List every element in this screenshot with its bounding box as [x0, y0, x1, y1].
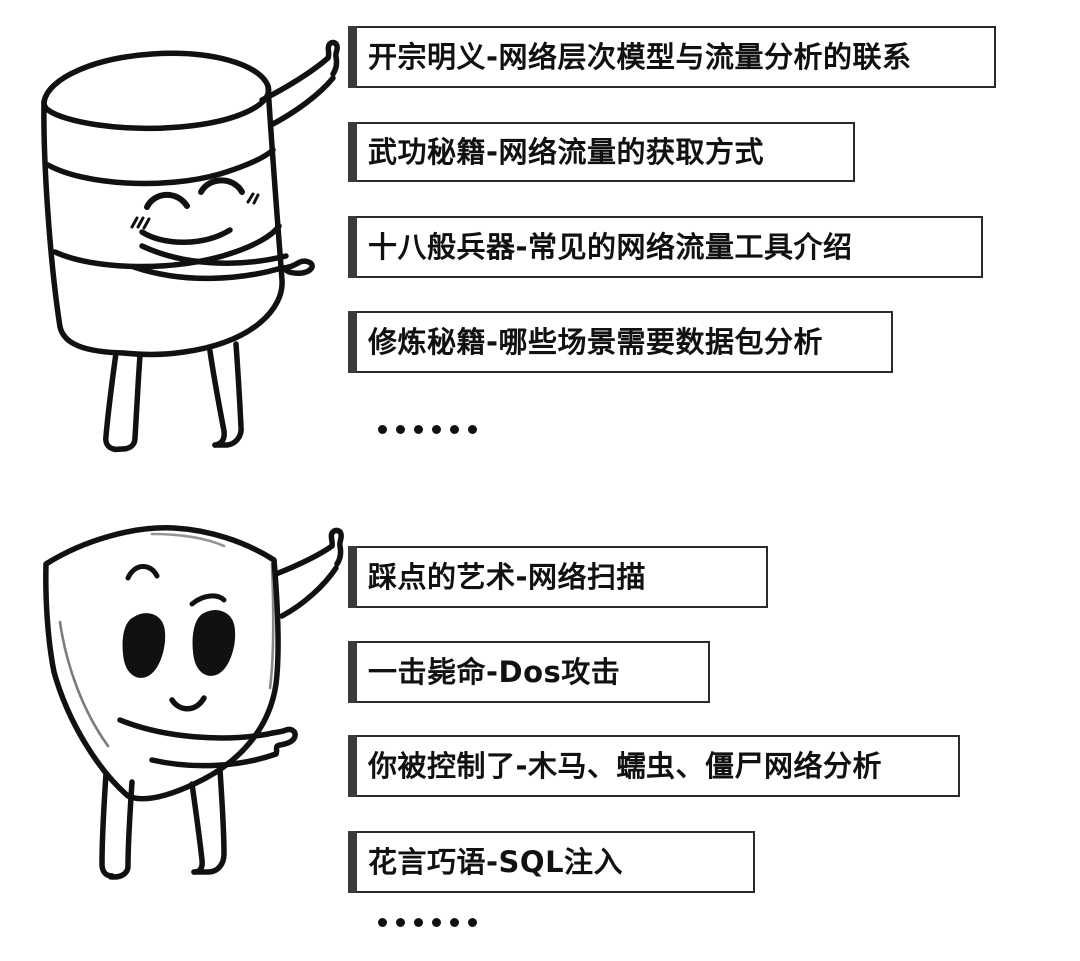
- shield-character-icon: [24, 512, 354, 952]
- callout-label: 踩点的艺术-网络扫描: [368, 559, 647, 594]
- ellipsis-dot: [432, 918, 441, 927]
- ellipsis-dots-icon: [378, 918, 477, 927]
- callout-box[interactable]: 十八般兵器-常见的网络流量工具介绍: [348, 216, 983, 278]
- ellipsis-dot: [414, 425, 423, 434]
- callout-label: 修炼秘籍-哪些场景需要数据包分析: [368, 324, 824, 359]
- callout-label: 花言巧语-SQL注入: [368, 844, 624, 879]
- callout-label: 十八般兵器-常见的网络流量工具介绍: [368, 229, 853, 264]
- ellipsis-dot: [378, 918, 387, 927]
- ellipsis-dot: [378, 425, 387, 434]
- callout-box[interactable]: 修炼秘籍-哪些场景需要数据包分析: [348, 311, 893, 373]
- ellipsis-dot: [468, 918, 477, 927]
- callout-label: 你被控制了-木马、蠕虫、僵尸网络分析: [368, 748, 883, 783]
- callout-label: 武功秘籍-网络流量的获取方式: [368, 134, 765, 169]
- database-cylinder-character-icon: [24, 22, 354, 462]
- callout-box[interactable]: 踩点的艺术-网络扫描: [348, 546, 768, 608]
- ellipsis-dots-icon: [378, 425, 477, 434]
- callout-box[interactable]: 开宗明义-网络层次模型与流量分析的联系: [348, 26, 996, 88]
- ellipsis-dot: [450, 425, 459, 434]
- callout-label: 开宗明义-网络层次模型与流量分析的联系: [368, 39, 912, 74]
- callout-box[interactable]: 武功秘籍-网络流量的获取方式: [348, 122, 855, 182]
- ellipsis-dot: [396, 425, 405, 434]
- ellipsis-dot: [414, 918, 423, 927]
- ellipsis-dot: [450, 918, 459, 927]
- callout-box[interactable]: 花言巧语-SQL注入: [348, 831, 755, 893]
- ellipsis-dot: [432, 425, 441, 434]
- callout-label: 一击毙命-Dos攻击: [368, 654, 621, 689]
- callout-box[interactable]: 你被控制了-木马、蠕虫、僵尸网络分析: [348, 735, 960, 797]
- ellipsis-dot: [396, 918, 405, 927]
- ellipsis-dot: [468, 425, 477, 434]
- callout-box[interactable]: 一击毙命-Dos攻击: [348, 641, 710, 703]
